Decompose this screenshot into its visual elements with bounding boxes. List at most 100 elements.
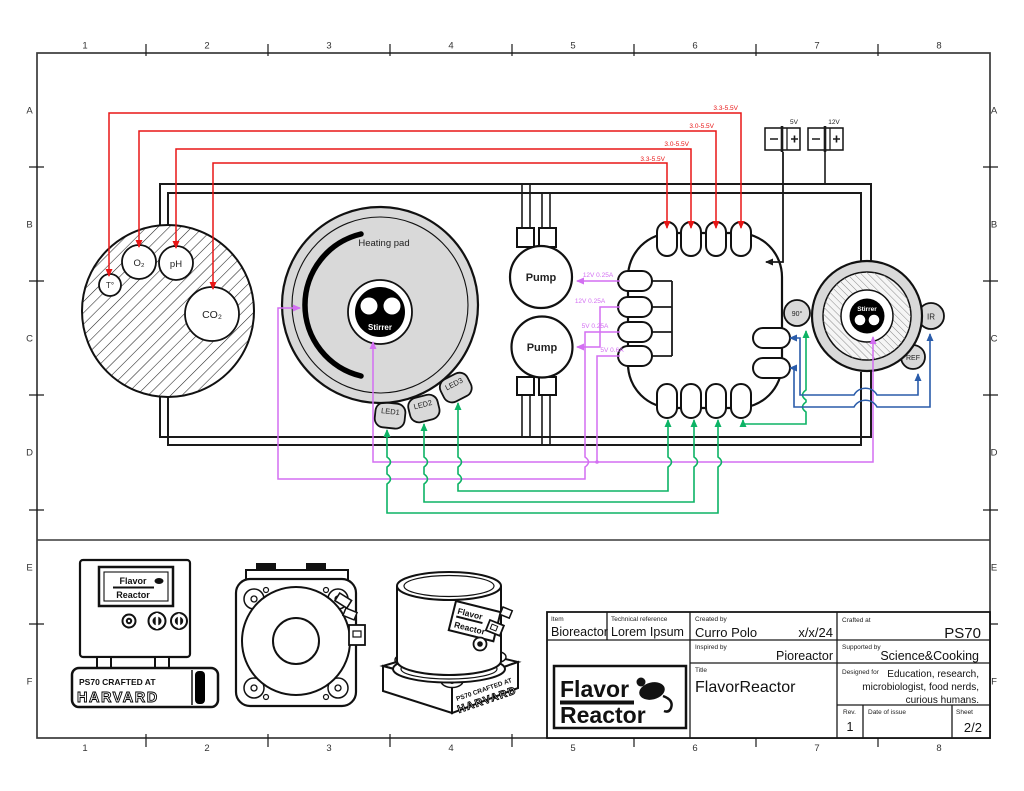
power-12v-label: 12V [828,119,840,126]
power-5v-label: 5V [790,119,799,126]
red-wire-label: 3.0-5.5V [689,123,714,130]
row-label: A [26,106,33,117]
item-label: Item [551,616,564,623]
sensor-vessel: T° O₂ pH CO₂ [81,224,255,398]
purple-wire-label: 12V 0.25A [583,272,614,279]
col-label: 3 [326,41,331,52]
stirrer-motor: Stirrer 90° IR REF [783,259,945,373]
title-label: Title [695,667,707,674]
mcu-body [626,231,784,410]
row-label: B [26,220,32,231]
col-label: 5 [570,743,575,754]
col-label: 3 [326,743,331,754]
row-label: C [26,334,33,345]
mcu-power-wire [765,152,784,266]
purple-wire-label: 5V 0.25A [582,323,609,330]
crafted-at-label: Crafted at [842,617,871,624]
motor-stirrer-label: Stirrer [857,306,877,313]
heating-pad-assembly: LED1 LED2 LED3 Heating pad Stirrer [280,205,480,430]
wires-green [383,330,810,514]
power-5v: 5V [764,119,801,152]
sheet-value: 2/2 [964,720,982,735]
logo-line1: Flavor [560,676,629,702]
title-block: Item Bioreactor Technical reference Lore… [546,611,991,739]
date-value: x/x/24 [798,625,833,640]
col-label: 7 [814,41,819,52]
base-text-line2: HARVARD [77,690,159,706]
inspired-by-value: Pioreactor [776,649,833,663]
col-label: 2 [204,41,209,52]
col-label: 7 [814,743,819,754]
col-label: 6 [692,41,697,52]
created-by-label: Created by [695,616,728,623]
co2-sensor-label: CO₂ [202,309,222,321]
mcu [617,221,791,419]
led2-label: LED2 [413,398,433,411]
col-label: 4 [448,41,453,52]
col-label: 8 [936,41,941,52]
mouse-icon [154,578,164,584]
supported-by-label: Supported by [842,644,881,651]
angle-sensor-label: 90° [792,310,803,318]
ir-sensor-label: IR [927,313,935,322]
row-label: A [991,106,998,117]
row-label: F [27,677,33,688]
led1-label: LED1 [381,406,401,417]
ruler-labels: 1 2 3 4 5 6 7 8 1 2 3 4 5 6 7 8 A B C D … [26,41,998,755]
row-label: F [991,677,997,688]
rev-label: Rev. [843,709,856,716]
perspective-view: Flavor Reactor PS70 CRAFTED AT HARVARD [379,571,522,716]
stirrer-label: Stirrer [368,323,392,332]
led3: LED3 [438,371,473,404]
row-label: B [991,220,997,231]
col-label: 1 [82,41,87,52]
red-wire-label: 3.3-5.5V [713,105,738,112]
row-label: D [26,448,33,459]
designed-for-line2: microbiologist, food nerds, [862,682,979,693]
purple-wire-label: 12V 0.25A [575,298,606,305]
pump-2: Pump [510,315,574,396]
row-label: E [991,563,997,574]
inspired-by-label: Inspired by [695,644,728,651]
created-by-value: Curro Polo [695,625,757,640]
led1: LED1 [373,401,407,430]
col-label: 5 [570,41,575,52]
heating-pad-label: Heating pad [358,238,409,249]
col-label: 4 [448,743,453,754]
led2: LED2 [407,393,441,424]
red-wire-label: 3.3-5.5V [640,156,665,163]
power-12v: 12V [807,119,844,152]
schematic: T° O₂ pH CO₂ LED1 LED2 LED3 [81,105,945,514]
front-view: Flavor Reactor PS70 CRAFTED AT HARVARD [70,558,220,709]
col-label: 8 [936,743,941,754]
row-label: C [991,334,998,345]
power-connectors: 5V 12V [764,119,844,266]
pump2-label: Pump [527,342,558,354]
pump-1: Pump [508,227,574,310]
ref-sensor-label: REF [906,355,920,362]
ph-sensor-label: pH [170,259,182,270]
top-view [234,563,366,708]
pump1-label: Pump [526,272,557,284]
ruler-ticks [29,44,998,747]
designed-for-line3: curious humans. [906,695,979,706]
row-label: D [991,448,998,459]
connector [348,624,366,646]
screen-logo-line2: Reactor [116,590,150,600]
tech-ref-value: Lorem Ipsum [611,625,684,639]
wires-red: 3.3-5.5V 3.0-5.5V 3.0-5.5V 3.3-5.5V [105,105,745,290]
col-label: 1 [82,743,87,754]
date-of-issue-label: Date of issue [868,709,906,716]
designed-for-line1: Education, research, [887,669,979,680]
title-value: FlavorReactor [695,679,796,696]
designed-for-label: Designed for [842,669,880,676]
motor-stirrer-face-icon [849,298,885,334]
mouse-icon [636,677,673,713]
logo-line2: Reactor [560,702,646,728]
rev-value: 1 [847,720,854,734]
red-wire-label: 3.0-5.5V [664,141,689,148]
tech-ref-label: Technical reference [611,616,668,623]
base-text-line1: PS70 CRAFTED AT [79,677,156,687]
col-label: 6 [692,743,697,754]
